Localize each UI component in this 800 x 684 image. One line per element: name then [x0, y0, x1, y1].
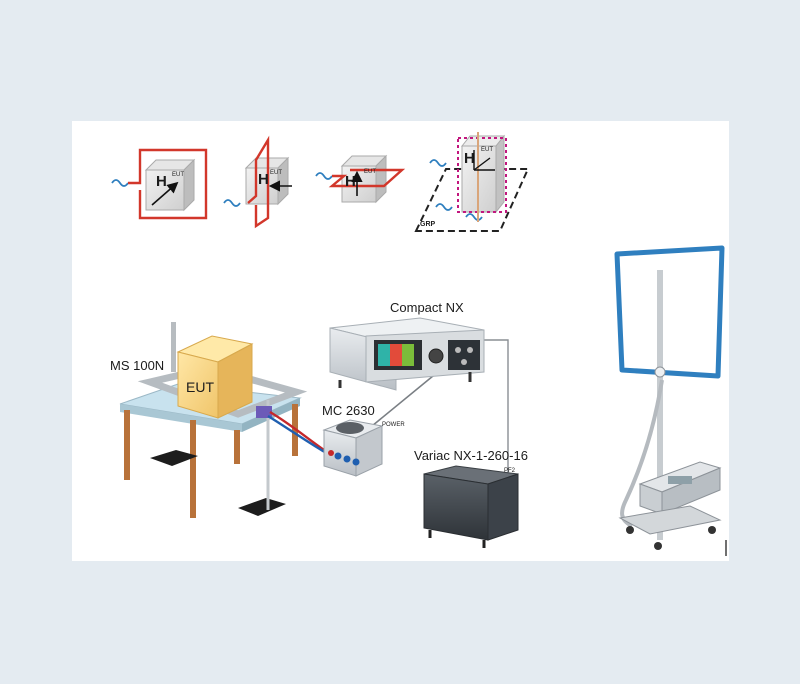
- sine-wave-icon: [223, 199, 241, 207]
- sine-wave-icon: [315, 172, 333, 180]
- h-field-label: H: [258, 171, 269, 188]
- sine-wave-icon: [435, 203, 453, 211]
- orientation-view-1: H EUT: [111, 148, 208, 220]
- h-field-label: H: [156, 173, 167, 190]
- orientation-view-4: GRP H EUT: [414, 132, 530, 232]
- eut-cube: [144, 158, 196, 212]
- h-field-label: H: [464, 150, 475, 167]
- ground-plane-label: GRP: [420, 221, 436, 228]
- induction-loop: [247, 135, 270, 229]
- field-arrow-icon: [151, 181, 179, 206]
- coupling-label: MC 2630: [322, 403, 375, 418]
- pf-label: PF2: [504, 468, 516, 474]
- field-arrow-icon: [473, 157, 491, 171]
- sine-wave-icon: [465, 213, 483, 221]
- power-label: POWER: [382, 422, 405, 428]
- eut-label: EUT: [364, 169, 376, 175]
- eut-cube: [340, 154, 388, 204]
- antenna-label: MS 100N: [110, 358, 164, 373]
- generator-label: Compact NX: [390, 300, 464, 315]
- sine-wave-icon: [111, 179, 129, 187]
- eut-label: EUT: [481, 147, 493, 153]
- sine-wave-icon: [429, 159, 447, 167]
- h-field-label: H: [345, 173, 356, 190]
- eut-box-label: EUT: [186, 379, 214, 395]
- induction-loop: [128, 148, 208, 220]
- orientation-view-2: H EUT: [223, 135, 292, 229]
- compact-nx-generator: [329, 317, 485, 391]
- standing-loop-antenna: [614, 245, 727, 556]
- mc2630-coupling-unit: [322, 419, 384, 477]
- induction-loop: [328, 168, 406, 188]
- variac-label: Variac NX-1-260-16: [414, 448, 528, 463]
- eut-label: EUT: [270, 170, 282, 176]
- ground-reference-plane: [414, 168, 530, 232]
- induction-loop: [457, 137, 507, 213]
- orientation-view-3: H EUT: [315, 154, 406, 204]
- variac-unit: [423, 465, 519, 548]
- eut-box: EUT: [176, 335, 254, 419]
- cable-gray: [478, 339, 509, 480]
- eut-label: EUT: [172, 172, 184, 178]
